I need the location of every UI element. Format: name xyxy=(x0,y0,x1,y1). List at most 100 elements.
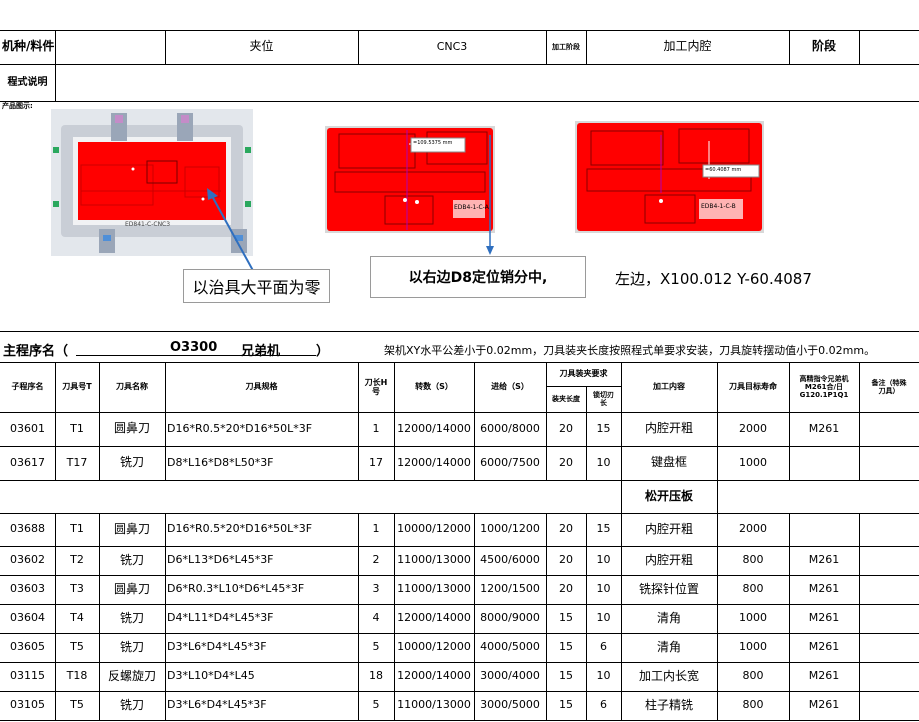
table-h-rule xyxy=(0,691,919,692)
cell-spec: D4*L11*D4*L45*3F xyxy=(167,611,274,625)
th-edge-len: 锁切刃长 xyxy=(593,390,614,407)
table-v-rule xyxy=(586,412,587,446)
cell-t: T2 xyxy=(70,553,84,567)
table-v-rule xyxy=(55,691,56,720)
stage-label: 阶段 xyxy=(811,39,836,54)
table-v-rule xyxy=(394,546,395,575)
table-v-rule xyxy=(165,575,166,604)
table-v-rule xyxy=(717,546,718,575)
table-v-rule xyxy=(99,362,100,412)
table-v-rule xyxy=(394,575,395,604)
table-v-rule xyxy=(474,546,475,575)
fixture-model-svg xyxy=(51,109,253,256)
cell-f: 4500/6000 xyxy=(480,553,540,567)
table-v-rule xyxy=(474,604,475,633)
table-v-rule xyxy=(394,362,395,412)
table-h-rule xyxy=(0,720,919,721)
cell-spec: D8*L16*D8*L50*3F xyxy=(167,455,274,469)
cell-h: 2 xyxy=(372,553,380,567)
table-v-rule xyxy=(621,604,622,633)
table-v-rule xyxy=(717,662,718,691)
th-clamp-group: 刀具装夹要求 xyxy=(559,369,608,379)
table-v-rule xyxy=(474,412,475,446)
table-v-rule xyxy=(859,362,860,412)
table-v-rule xyxy=(789,546,790,575)
cell-cmd xyxy=(789,513,859,546)
cell-s: 12000/14000 xyxy=(397,669,471,683)
cell-clamp: 20 xyxy=(559,421,573,435)
table-v-rule xyxy=(165,446,166,480)
table-v-rule xyxy=(621,446,622,480)
cell-cmd: M261 xyxy=(808,669,840,683)
cell-life: 800 xyxy=(742,669,764,683)
arrow-pin-head xyxy=(486,246,494,255)
cell-edge: 6 xyxy=(600,698,607,712)
table-v-rule xyxy=(621,362,622,412)
table-v-rule xyxy=(474,691,475,720)
table-v-rule xyxy=(546,446,547,480)
table-v-rule xyxy=(717,604,718,633)
table-v-rule xyxy=(474,362,475,412)
table-v-rule xyxy=(859,546,860,575)
cell-life: 2000 xyxy=(739,522,767,536)
table-h-rule xyxy=(0,633,919,634)
cell-f: 4000/5000 xyxy=(480,640,540,654)
table-v-rule xyxy=(621,513,622,546)
table-v-rule xyxy=(55,575,56,604)
cell-spec: D3*L6*D4*L45*3F xyxy=(167,640,267,654)
table-v-rule xyxy=(55,662,56,691)
cell-life: 800 xyxy=(742,698,764,712)
cell-clamp: 20 xyxy=(559,455,573,469)
table-h-rule xyxy=(0,575,919,576)
table-v-rule xyxy=(546,575,547,604)
cell-name: 铣刀 xyxy=(119,610,144,625)
cell-edge: 10 xyxy=(596,455,611,469)
cell-s: 10000/12000 xyxy=(397,522,471,536)
process-label: 加工阶段 xyxy=(552,42,580,51)
cell-sub: 03688 xyxy=(10,522,45,536)
callout-right-pin: 以右边D8定位销分中, xyxy=(370,256,586,298)
cell-sub: 03115 xyxy=(10,669,45,683)
table-v-rule xyxy=(717,446,718,480)
table-v-rule xyxy=(358,362,359,412)
cell-t: T18 xyxy=(66,669,88,683)
cnc-model-svg-1 xyxy=(325,126,495,233)
table-v-rule xyxy=(358,691,359,720)
table-v-rule xyxy=(621,546,622,575)
cnc-label: CNC3 xyxy=(436,39,468,53)
table-v-rule xyxy=(55,412,56,446)
cell-t: T3 xyxy=(70,582,84,596)
table-h-rule xyxy=(0,513,919,514)
cell-life: 1000 xyxy=(739,640,767,654)
cell-h: 3 xyxy=(372,582,380,596)
cell-t: T1 xyxy=(70,522,84,536)
th-tool-spec: 刀具规格 xyxy=(245,382,278,392)
cnc-model-svg-2 xyxy=(575,121,764,233)
cell-name: 圆鼻刀 xyxy=(113,421,150,436)
cell-name: 铣刀 xyxy=(119,697,144,712)
table-v-rule xyxy=(859,513,860,546)
table-v-rule xyxy=(165,691,166,720)
cell-name: 圆鼻刀 xyxy=(113,581,150,596)
table-v-rule xyxy=(165,362,166,412)
table-v-rule xyxy=(55,362,56,412)
machine-label: 机种/料件 xyxy=(2,39,55,54)
table-v-rule xyxy=(586,513,587,546)
cell-name: 铣刀 xyxy=(119,455,144,470)
cell-spec: D16*R0.5*20*D16*50L*3F xyxy=(167,522,313,536)
cell-h: 18 xyxy=(369,669,383,683)
table-v-rule xyxy=(165,513,166,546)
table-v-rule xyxy=(165,546,166,575)
cell-t: T5 xyxy=(70,640,84,654)
table-v-rule xyxy=(789,575,790,604)
cell-life: 800 xyxy=(742,553,764,567)
cell-cmd: M261 xyxy=(808,698,840,712)
cell-edge: 15 xyxy=(596,421,611,435)
table-v-rule xyxy=(586,662,587,691)
cell-name: 铣刀 xyxy=(119,639,144,654)
cell-clamp: 15 xyxy=(559,611,573,625)
cell-edge: 10 xyxy=(596,582,611,596)
cell-content: 加工内长宽 xyxy=(638,668,699,683)
cell-s: 10000/12000 xyxy=(397,640,471,654)
cell-s: 11000/13000 xyxy=(397,582,471,596)
